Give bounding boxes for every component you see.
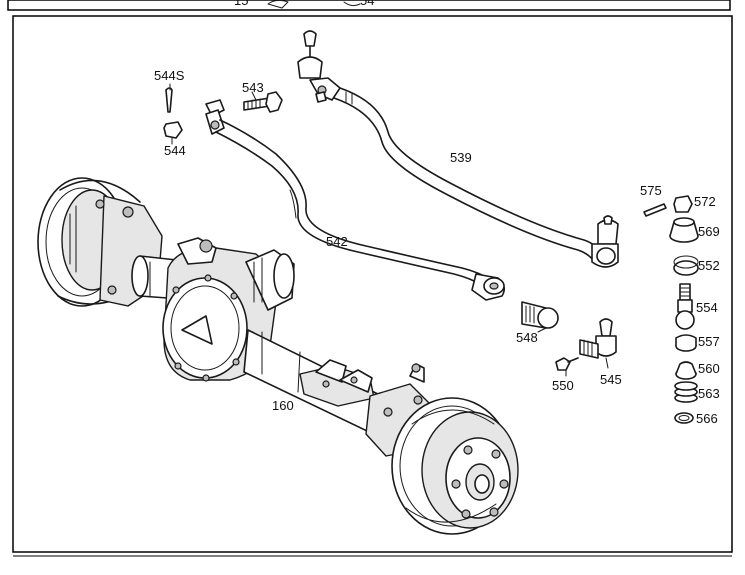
tie-rod-539 bbox=[297, 30, 619, 268]
small-parts bbox=[163, 87, 699, 424]
top-strip: 15 54 bbox=[7, 0, 731, 11]
top-strip-label-15: 15 bbox=[234, 0, 248, 8]
callout-539: 539 bbox=[450, 150, 472, 165]
spring-563 bbox=[674, 381, 698, 403]
pin-575 bbox=[643, 203, 667, 217]
boot-569 bbox=[669, 217, 699, 243]
callout-labels: 544S 543 544 539 575 572 569 542 552 554… bbox=[154, 68, 720, 426]
callout-563: 563 bbox=[698, 386, 720, 401]
callout-552: 552 bbox=[698, 258, 720, 273]
grease-fitting-550 bbox=[555, 357, 579, 371]
front-axle-assembly bbox=[37, 177, 519, 535]
ring-552 bbox=[673, 255, 699, 276]
seat-557 bbox=[675, 334, 697, 352]
callout-575: 575 bbox=[640, 183, 662, 198]
spring-seat-560 bbox=[675, 361, 697, 380]
callout-550: 550 bbox=[552, 378, 574, 393]
clamp-548 bbox=[521, 301, 559, 329]
callout-544s: 544S bbox=[154, 68, 185, 83]
bolt-543 bbox=[243, 91, 283, 113]
callout-542: 542 bbox=[326, 234, 348, 249]
callout-544: 544 bbox=[164, 143, 186, 158]
callout-566: 566 bbox=[696, 411, 718, 426]
top-strip-label-54: 54 bbox=[360, 0, 374, 8]
callout-545: 545 bbox=[600, 372, 622, 387]
castle-nut-544 bbox=[163, 121, 183, 139]
callout-554: 554 bbox=[696, 300, 718, 315]
callout-572: 572 bbox=[694, 194, 716, 209]
tie-rod-end-545 bbox=[579, 318, 617, 359]
callout-160: 160 bbox=[272, 398, 294, 413]
callout-543: 543 bbox=[242, 80, 264, 95]
callout-548: 548 bbox=[516, 330, 538, 345]
callout-560: 560 bbox=[698, 361, 720, 376]
circlip-566 bbox=[674, 412, 694, 424]
ball-pin-554 bbox=[675, 283, 695, 330]
nut-572 bbox=[673, 195, 693, 213]
leader-lines bbox=[169, 83, 609, 377]
callout-557: 557 bbox=[698, 334, 720, 349]
drag-link-542 bbox=[205, 99, 506, 301]
callout-569: 569 bbox=[698, 224, 720, 239]
cotter-pin-544s bbox=[165, 87, 173, 113]
